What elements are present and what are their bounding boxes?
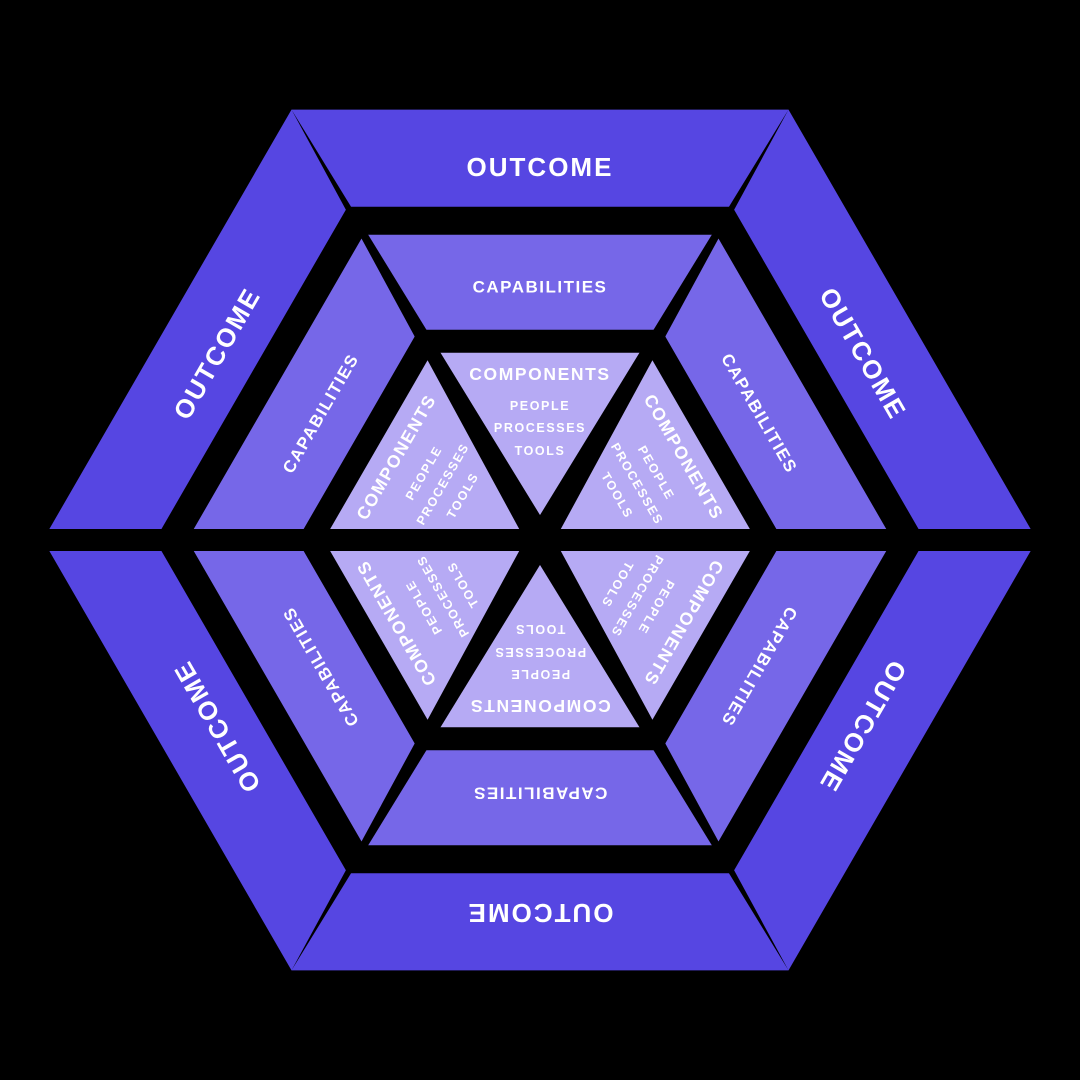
sector-top: OUTCOME CAPABILITIES COMPONENTS PEOPLE P… xyxy=(467,152,614,458)
capabilities-label: CAPABILITIES xyxy=(473,784,608,803)
processes-label: PROCESSES xyxy=(494,421,586,435)
outcome-label: OUTCOME xyxy=(467,152,614,182)
processes-label: PROCESSES xyxy=(494,645,586,659)
people-label: PEOPLE xyxy=(510,399,570,413)
components-label: COMPONENTS xyxy=(469,696,610,716)
outcome-label: OUTCOME xyxy=(467,898,614,928)
capabilities-label: CAPABILITIES xyxy=(473,278,608,297)
middle-ring-capabilities xyxy=(187,234,893,846)
people-label: PEOPLE xyxy=(510,667,570,681)
sector-bottom: OUTCOME CAPABILITIES COMPONENTS PEOPLE P… xyxy=(467,622,614,928)
components-label: COMPONENTS xyxy=(469,364,610,384)
tools-label: TOOLS xyxy=(515,622,566,636)
tools-label: TOOLS xyxy=(515,444,566,458)
divider-spoke-bottom-right xyxy=(528,533,789,971)
divider-spoke-top-right xyxy=(528,109,789,547)
divider-spoke-bottom-left xyxy=(291,533,552,971)
divider-spokes xyxy=(43,109,1037,971)
divider-horizontal xyxy=(43,529,1037,551)
divider-spoke-top-left xyxy=(291,109,552,547)
